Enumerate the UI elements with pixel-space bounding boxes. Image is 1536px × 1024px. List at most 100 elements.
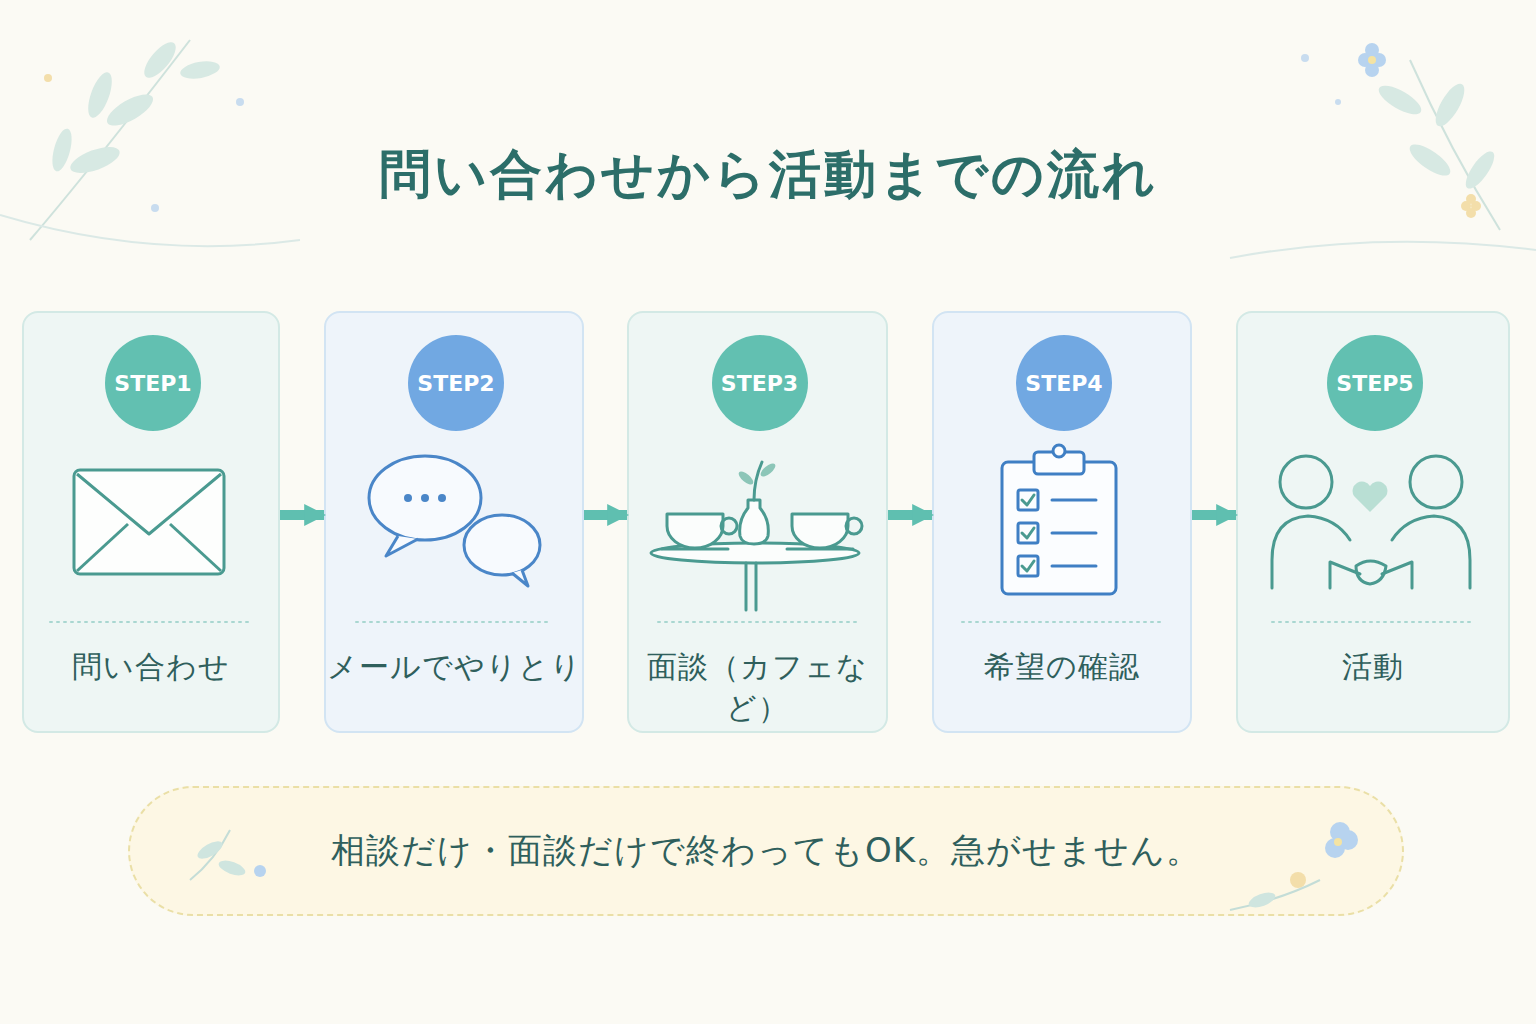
leaf bbox=[67, 142, 123, 179]
leaf-sprig bbox=[30, 37, 221, 240]
petal bbox=[1365, 63, 1379, 77]
saucer bbox=[662, 548, 728, 551]
chat-bubble bbox=[369, 456, 481, 540]
chat-bubble bbox=[464, 515, 540, 575]
step-badge: STEP2 bbox=[408, 335, 504, 431]
list-line bbox=[1052, 499, 1096, 502]
step-number: STEP1 bbox=[114, 371, 191, 396]
chat-icon bbox=[369, 456, 540, 586]
stem bbox=[1410, 60, 1500, 230]
person-body bbox=[1272, 516, 1350, 588]
leaf bbox=[83, 69, 116, 120]
checkbox bbox=[1018, 523, 1038, 543]
petal bbox=[1466, 194, 1476, 204]
clipboard-board bbox=[1002, 462, 1116, 594]
hands bbox=[1356, 561, 1386, 584]
flower-center bbox=[1334, 838, 1342, 846]
step-card: 希望の確認STEP4 bbox=[932, 311, 1192, 733]
cup bbox=[792, 514, 848, 548]
dot bbox=[44, 74, 52, 82]
step-badge: STEP5 bbox=[1327, 335, 1423, 431]
dot bbox=[1335, 99, 1341, 105]
bubble-tail bbox=[386, 536, 418, 556]
check-mark bbox=[1022, 561, 1034, 571]
step-label: 面談（カフェなど） bbox=[629, 647, 886, 729]
step-card: メールでやりとり STEP2 bbox=[324, 311, 584, 733]
dot bbox=[421, 494, 429, 502]
checkbox bbox=[1018, 556, 1038, 576]
cup bbox=[667, 514, 723, 548]
sprig bbox=[754, 462, 762, 500]
leaf bbox=[759, 461, 778, 479]
table-top bbox=[651, 543, 859, 563]
heart bbox=[1353, 482, 1388, 512]
wave-line bbox=[0, 215, 300, 246]
step-number: STEP2 bbox=[417, 371, 494, 396]
step-label: 問い合わせ bbox=[24, 647, 278, 688]
list-line bbox=[1052, 565, 1096, 568]
step-label: メールでやりとり bbox=[326, 647, 582, 688]
leaf bbox=[49, 127, 76, 174]
flower bbox=[1338, 830, 1358, 850]
stem bbox=[1230, 880, 1320, 910]
leaf bbox=[102, 88, 157, 131]
divider-line bbox=[962, 621, 1162, 623]
stem bbox=[190, 830, 230, 880]
petal bbox=[1365, 43, 1379, 57]
note-decoration bbox=[190, 822, 1358, 910]
step-badge: STEP3 bbox=[712, 335, 808, 431]
dotted-divider bbox=[50, 621, 1474, 623]
divider-line bbox=[356, 621, 552, 623]
leaf bbox=[195, 838, 225, 862]
step-label: 活動 bbox=[1238, 647, 1508, 688]
clipboard-icon bbox=[1002, 445, 1116, 594]
person-head bbox=[1280, 456, 1332, 508]
clipboard-clip bbox=[1034, 452, 1084, 474]
checkbox bbox=[1018, 490, 1038, 510]
person-arm bbox=[1382, 562, 1412, 588]
step-card: 問い合わせ STEP1 bbox=[22, 311, 280, 733]
flower bbox=[1461, 194, 1481, 218]
handshake-icon bbox=[1272, 456, 1470, 588]
flower-center bbox=[1368, 56, 1376, 64]
flower bbox=[1330, 822, 1350, 842]
dot bbox=[236, 98, 244, 106]
cup-handle bbox=[846, 518, 862, 534]
step-card: 面談（カフェなど） STEP3 bbox=[627, 311, 888, 733]
wave-line bbox=[1230, 242, 1536, 258]
leaf bbox=[139, 37, 181, 82]
stem bbox=[30, 40, 190, 240]
envelope-fold bbox=[170, 524, 221, 571]
leaf bbox=[217, 858, 247, 879]
envelope-flap bbox=[77, 474, 221, 534]
leaf bbox=[1375, 80, 1426, 120]
flow-arrow bbox=[1192, 510, 1236, 520]
envelope-fold bbox=[77, 524, 128, 571]
flow-arrow bbox=[584, 510, 627, 520]
step-number: STEP5 bbox=[1336, 371, 1413, 396]
dot bbox=[151, 204, 159, 212]
cafe-table-icon bbox=[651, 461, 862, 610]
flower bbox=[1325, 838, 1345, 858]
table-leg bbox=[755, 563, 758, 610]
leaf bbox=[737, 469, 756, 487]
person-arm bbox=[1330, 562, 1360, 588]
dot bbox=[438, 494, 446, 502]
note-box: 相談だけ・面談だけで終わってもOK。急がせません。 bbox=[128, 786, 1404, 916]
list-line bbox=[1052, 532, 1096, 535]
check-mark bbox=[1022, 528, 1034, 538]
vase bbox=[740, 500, 769, 544]
divider-line bbox=[1272, 621, 1474, 623]
bubble-tail bbox=[512, 570, 528, 586]
clip-ring bbox=[1053, 445, 1065, 457]
dot bbox=[1301, 54, 1309, 62]
leaf bbox=[1430, 80, 1470, 131]
step-number: STEP4 bbox=[1025, 371, 1102, 396]
envelope-body bbox=[74, 470, 224, 574]
leaf-sprig bbox=[1375, 60, 1500, 230]
table-leg bbox=[745, 563, 748, 610]
person-head bbox=[1410, 456, 1462, 508]
flow-arrow bbox=[888, 510, 932, 520]
step-number: STEP3 bbox=[721, 371, 798, 396]
